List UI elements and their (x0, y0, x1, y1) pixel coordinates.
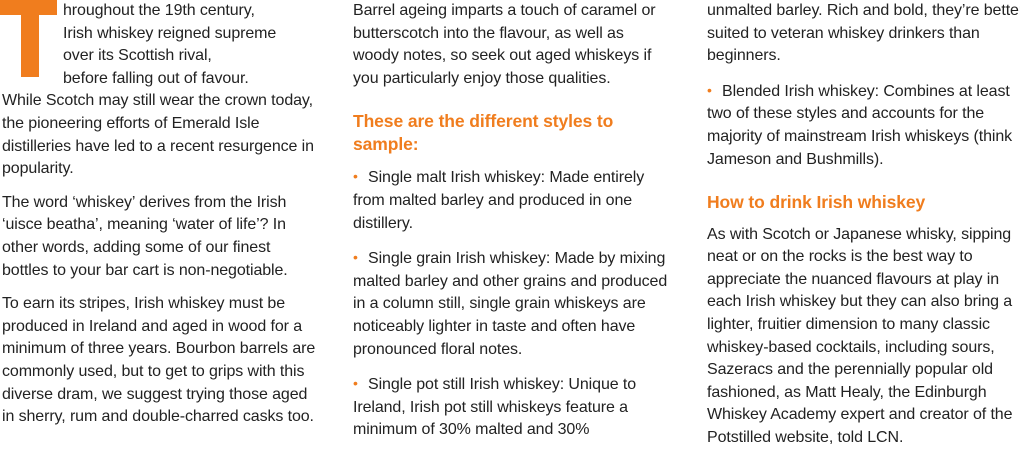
style-item-single-pot-still: •Single pot still Irish whiskey: Unique … (353, 372, 671, 442)
style-item-blended: •Blended Irish whiskey: Combines at leas… (707, 79, 1020, 171)
style-item-single-malt: •Single malt Irish whiskey: Made entirel… (353, 165, 671, 235)
intro-line-3: over its Scottish rival, (63, 47, 212, 65)
intro-line-1: hroughout the 19th century, (63, 2, 255, 19)
article-column-2: Barrel ageing imparts a touch of caramel… (353, 0, 671, 453)
production-rules-paragraph: To earn its stripes, Irish whiskey must … (2, 295, 316, 426)
bullet-icon: • (353, 168, 358, 185)
drop-cap-stem (21, 0, 39, 77)
pot-still-continuation: unmalted barley. Rich and bold, they’re … (707, 2, 1020, 65)
intro-rest: While Scotch may still wear the crown to… (2, 92, 314, 178)
intro-line-2: Irish whiskey reigned supreme (63, 24, 277, 42)
styles-heading: These are the different styles to sample… (353, 111, 614, 154)
style-item-single-grain: •Single grain Irish whiskey: Made by mix… (353, 246, 671, 361)
how-to-drink-heading: How to drink Irish whiskey (707, 192, 926, 213)
article-column-1: T hroughout the 19th century, Irish whis… (0, 0, 320, 440)
how-to-drink-paragraph: As with Scotch or Japanese whisky, sippi… (707, 225, 1013, 446)
bullet-icon: • (353, 249, 358, 266)
barrel-ageing-paragraph: Barrel ageing imparts a touch of caramel… (353, 2, 656, 87)
bullet-icon: • (707, 81, 712, 98)
intro-paragraph: T hroughout the 19th century, Irish whis… (0, 0, 320, 181)
whiskey-etymology-paragraph: The word ‘whiskey’ derives from the Iris… (2, 193, 288, 279)
bullet-icon: • (353, 375, 358, 392)
article-column-3: unmalted barley. Rich and bold, they’re … (707, 0, 1020, 461)
drop-cap: T (0, 0, 57, 77)
intro-line-4: before falling out of favour. (63, 69, 249, 87)
